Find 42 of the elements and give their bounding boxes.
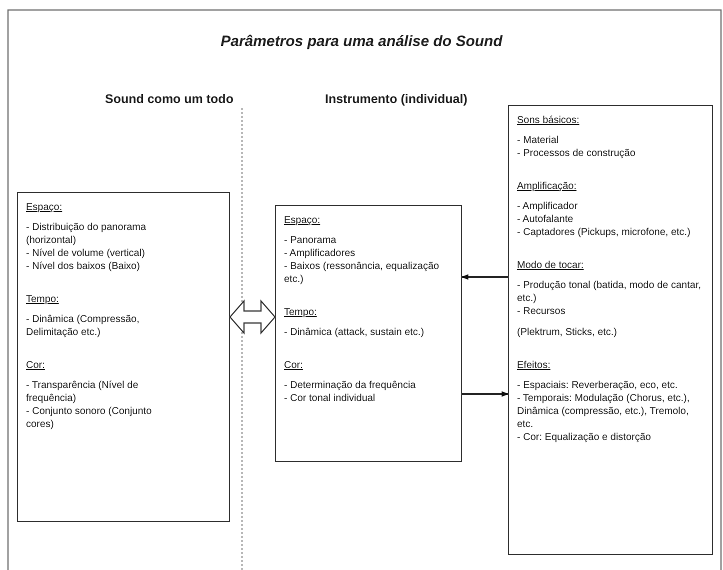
- list-item: - Captadores (Pickups, microfone, etc.): [517, 226, 692, 239]
- section-heading: Amplificação:: [517, 180, 578, 193]
- section-heading: Tempo:: [26, 293, 60, 306]
- text-panel: [275, 205, 462, 462]
- section-heading: Modo de tocar:: [517, 259, 585, 272]
- text-panel: [17, 192, 230, 522]
- column-heading: Instrumento (individual): [325, 92, 468, 106]
- list-item: - Recursos: [517, 305, 566, 318]
- diagram-title: Parâmetros para uma análise do Sound: [220, 33, 504, 50]
- list-item: - Amplificador: [517, 200, 579, 213]
- column-heading: Sound como um todo: [105, 92, 234, 106]
- list-item: - Material: [517, 134, 560, 147]
- arrow: [461, 274, 508, 280]
- arrow: [462, 391, 509, 397]
- list-item: - Dinâmica (attack, sustain etc.): [284, 326, 426, 339]
- list-item: - Transparência (Nível de frequência): [26, 379, 140, 405]
- list-item: - Espaciais: Reverberação, eco, etc.: [517, 379, 679, 392]
- list-item: - Amplificadores: [284, 247, 356, 260]
- section-heading: Cor:: [26, 359, 46, 372]
- list-item: - Produção tonal (batida, modo de cantar, etc.): [517, 279, 702, 305]
- list-item: - Conjunto sonoro (Conjunto cores): [26, 405, 153, 431]
- list-item: - Processos de construção: [517, 147, 636, 160]
- list-item: - Distribuição do panorama (horizontal): [26, 221, 148, 247]
- list-item: - Determinação da frequência: [284, 379, 417, 392]
- list-item: - Temporais: Modulação (Chorus, etc.), Dinâmica (compressão, etc.), Tremolo, etc.: [517, 392, 691, 431]
- list-item: - Autofalante: [517, 213, 574, 226]
- section-heading: Sons básicos:: [517, 114, 580, 127]
- list-item: - Nível dos baixos (Baixo): [26, 260, 141, 273]
- section-heading: Espaço:: [26, 201, 64, 214]
- list-item: - Baixos (ressonância, equalização etc.): [284, 260, 440, 286]
- section-heading: Cor:: [284, 359, 304, 372]
- list-item: - Nível de volume (vertical): [26, 247, 146, 260]
- section-heading: Tempo:: [284, 306, 318, 319]
- section-heading: Espaço:: [284, 214, 322, 227]
- list-item: (Plektrum, Sticks, etc.): [517, 326, 618, 339]
- list-item: - Cor: Equalização e distorção: [517, 431, 652, 444]
- text-panel: [508, 105, 713, 555]
- list-item: - Panorama: [284, 234, 338, 247]
- list-item: - Dinâmica (Compressão, Delimitação etc.): [26, 313, 140, 339]
- section-heading: Efeitos:: [517, 359, 552, 372]
- list-item: - Cor tonal individual: [284, 392, 376, 405]
- double-block-arrow: [229, 299, 276, 335]
